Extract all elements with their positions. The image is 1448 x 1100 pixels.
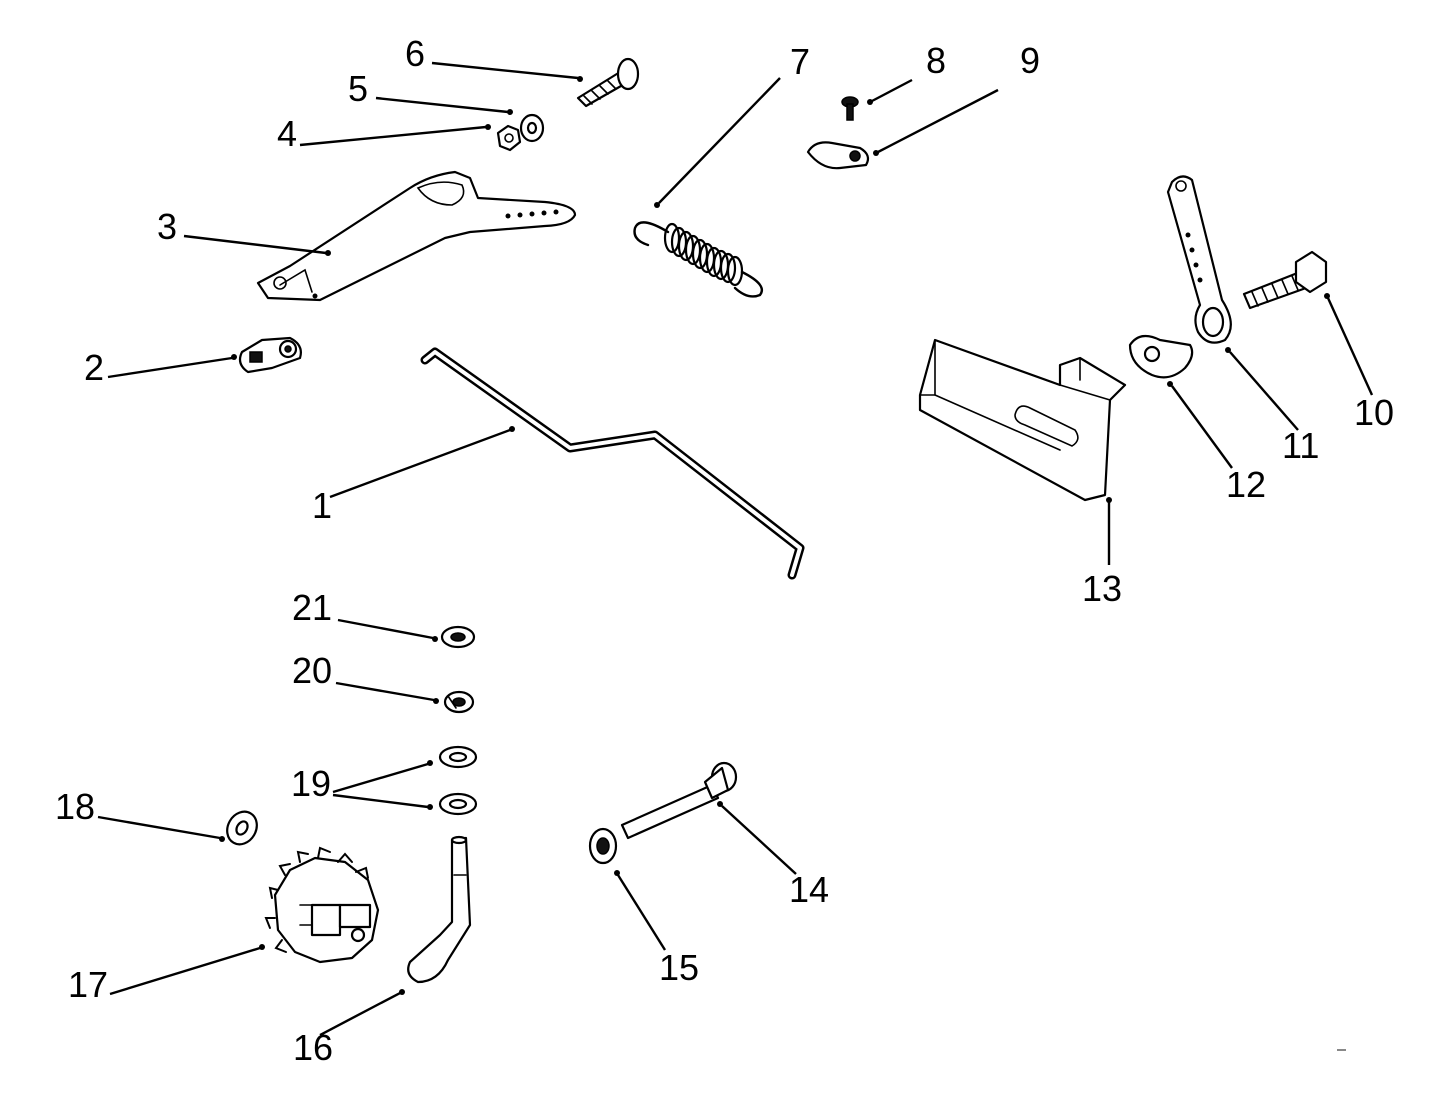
- callout-15: 15: [659, 947, 699, 988]
- callout-18: 18: [55, 786, 95, 827]
- part-2-clip: [238, 336, 302, 374]
- callout-17: 17: [68, 964, 108, 1005]
- part-18-washer: [226, 810, 258, 846]
- callout-12: 12: [1226, 464, 1266, 505]
- part-1-rod: [420, 347, 805, 580]
- part-7-spring: [633, 221, 764, 298]
- part-20-lock-washer: [443, 690, 475, 714]
- part-11-lever-plate: [1166, 175, 1232, 344]
- callout-10: 10: [1354, 392, 1394, 433]
- callout-2: 2: [84, 347, 104, 388]
- part-12-cam-washer: [1128, 334, 1194, 379]
- callout-14: 14: [789, 869, 829, 910]
- callout-5: 5: [348, 68, 368, 109]
- callout-8: 8: [926, 40, 946, 81]
- part-15-washer: [588, 827, 618, 865]
- callout-9: 9: [1020, 40, 1040, 81]
- part-13-bracket: [918, 338, 1127, 502]
- leader-lines: [97, 61, 1374, 1037]
- part-19-washers: [438, 745, 478, 816]
- part-17-gear: [264, 846, 380, 964]
- part-16-crank: [407, 835, 472, 984]
- part-14-shaft: [620, 761, 738, 840]
- callout-6: 6: [405, 33, 425, 74]
- callout-7: 7: [790, 41, 810, 82]
- callout-3: 3: [157, 206, 177, 247]
- callout-4: 4: [277, 113, 297, 154]
- callout-13: 13: [1082, 568, 1122, 609]
- callout-11: 11: [1282, 425, 1319, 466]
- callout-20: 20: [292, 650, 332, 691]
- callout-19: 19: [291, 763, 331, 804]
- part-21-washer: [440, 625, 476, 649]
- callout-21: 21: [292, 587, 332, 628]
- part-6-bolt: [576, 57, 640, 108]
- part-4-nut: [496, 124, 522, 152]
- part-3-lever: [256, 170, 577, 302]
- callout-labels: 1 2 3 4 5 6 7 8 9 10 11 12 13 14 15 16 1…: [55, 33, 1394, 1068]
- part-9-clip: [806, 141, 870, 170]
- callout-16: 16: [293, 1027, 333, 1068]
- part-8-screw: [841, 96, 859, 121]
- part-5-washer: [519, 113, 545, 143]
- callout-1: 1: [312, 485, 332, 526]
- part-10-bolt: [1242, 250, 1328, 310]
